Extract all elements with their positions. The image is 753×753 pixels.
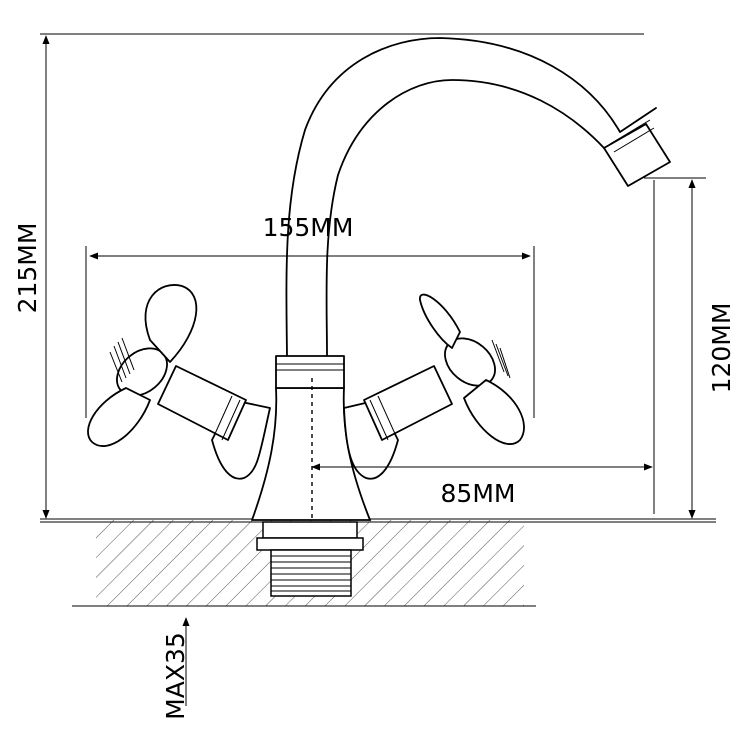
dimension-handle-span	[85, 246, 535, 418]
spout	[285, 37, 671, 357]
label-height-total: 215MM	[13, 223, 42, 314]
label-spout-reach: 85MM	[441, 479, 516, 508]
label-spout-height: 120MM	[707, 303, 736, 394]
counter-section	[40, 518, 716, 607]
dimension-spout-height	[644, 177, 706, 519]
right-handle	[343, 293, 525, 480]
label-counter-max: MAX35	[161, 632, 190, 720]
label-handle-span: 155MM	[263, 213, 354, 242]
faucet-body	[251, 355, 371, 521]
dimension-height-total	[40, 33, 644, 519]
dimension-spout-reach	[311, 180, 655, 514]
left-handle	[87, 284, 271, 480]
threaded-shank	[256, 521, 364, 597]
